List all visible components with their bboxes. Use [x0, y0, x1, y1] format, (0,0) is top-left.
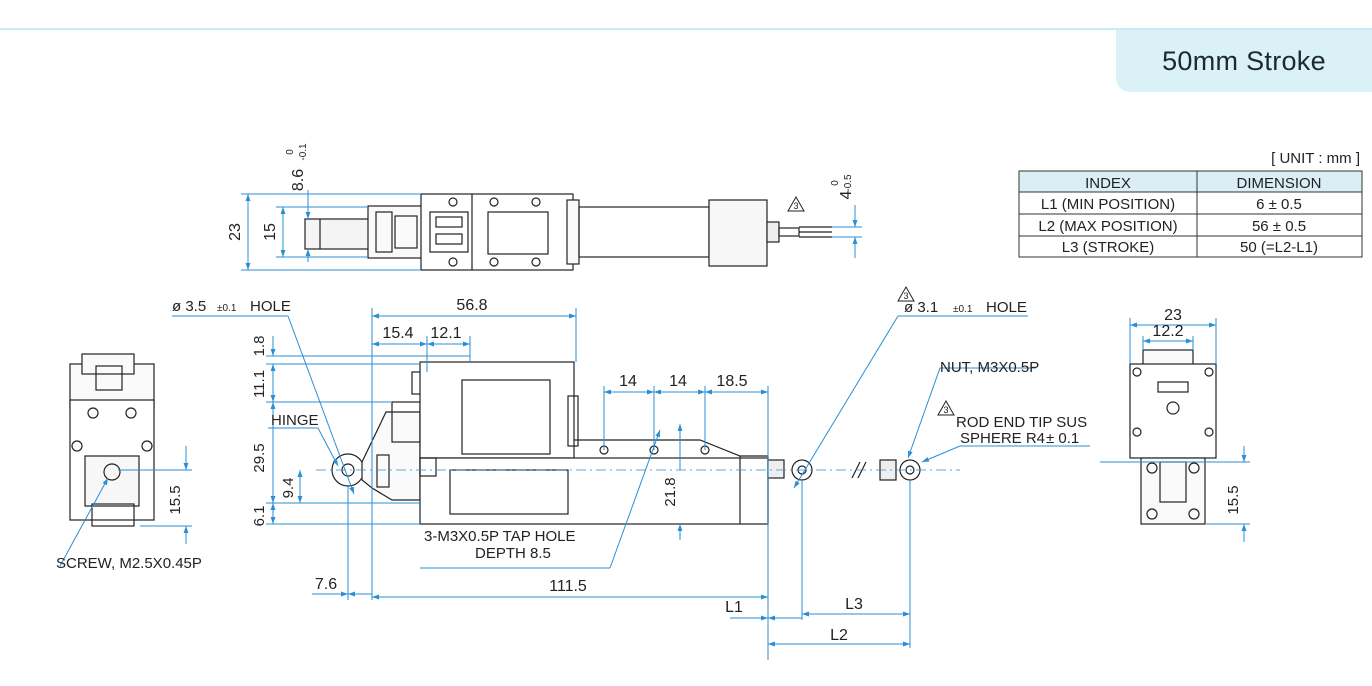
rod-sphere-label: SPHERE R4 — [960, 430, 1045, 447]
header-rule — [0, 28, 1372, 30]
hole-left-word: HOLE — [250, 298, 291, 315]
dim-14-a: 14 — [619, 373, 637, 390]
dim-9-4: 9.4 — [280, 478, 297, 499]
nut-label: NUT, M3X0.5P — [940, 359, 1039, 376]
rev-mark: 3 — [793, 201, 798, 211]
hole-left-tol: ±0.1 — [217, 303, 237, 314]
hole-right-tol: ±0.1 — [953, 304, 973, 315]
dim-12-1: 12.1 — [430, 325, 461, 342]
unit-label: [ UNIT : mm ] — [1271, 150, 1360, 167]
dim-23-right: 23 — [1164, 307, 1182, 324]
dim-7-6: 7.6 — [315, 576, 337, 593]
front-view — [331, 361, 921, 525]
rod-mark: 3 — [943, 405, 948, 415]
table-cell: L2 (MAX POSITION) — [1038, 218, 1177, 235]
dim-56-8: 56.8 — [456, 297, 487, 314]
right-side-view — [1129, 349, 1217, 525]
spec-table: [ UNIT : mm ] INDEX DIMENSION L1 (MIN PO… — [1018, 150, 1363, 258]
dim-15-5-right: 15.5 — [1225, 485, 1242, 514]
table-cell: 50 (=L2-L1) — [1240, 239, 1318, 256]
left-side-labels: 15.5 SCREW, M2.5X0.45P — [56, 485, 202, 572]
dim-L3: L3 — [845, 596, 863, 613]
table-cell: 56 ± 0.5 — [1252, 218, 1306, 235]
dim-14-b: 14 — [669, 373, 687, 390]
hole-right-mark: 3 — [903, 291, 908, 301]
tol-cap-upper: 0 — [285, 149, 296, 155]
front-view-labels: ø 3.5 ±0.1 HOLE 56.8 15.4 12.1 1.8 11.1 … — [172, 285, 1087, 644]
hole-left-label: ø 3.5 — [172, 298, 206, 315]
dim-15-5-left: 15.5 — [167, 485, 184, 514]
top-view-dimensions — [241, 190, 862, 271]
dim-8-6: 8.6 — [290, 169, 307, 191]
dim-15-4: 15.4 — [382, 325, 413, 342]
table-header-dimension: DIMENSION — [1236, 175, 1321, 192]
stroke-badge: 50mm Stroke — [1116, 30, 1372, 92]
tol-cap-lower: -0.1 — [298, 143, 309, 161]
right-side-dimensions — [1100, 318, 1250, 542]
dim-6-1: 6.1 — [251, 506, 268, 527]
top-view — [304, 193, 832, 271]
dim-29-5: 29.5 — [251, 443, 268, 472]
dim-12-2: 12.2 — [1152, 323, 1183, 340]
left-side-dimensions — [59, 446, 192, 567]
table-cell: L3 (STROKE) — [1062, 239, 1155, 256]
tol-rod-lower: -0.5 — [843, 174, 854, 192]
tap-depth-label: DEPTH 8.5 — [475, 545, 551, 562]
hinge-label: HINGE — [271, 412, 319, 429]
dim-21-8: 21.8 — [662, 477, 679, 506]
tol-rod-upper: 0 — [830, 180, 841, 186]
top-view-labels: 23 15 8.6 0 -0.1 3 4 0 -0.5 — [227, 143, 855, 241]
front-view-dimensions — [172, 308, 1090, 660]
rod-end-label: ROD END TIP SUS — [956, 414, 1087, 431]
left-side-view — [69, 353, 155, 527]
dim-15: 15 — [262, 223, 279, 241]
table-cell: 6 ± 0.5 — [1256, 196, 1302, 213]
table-header-index: INDEX — [1085, 175, 1131, 192]
screw-label: SCREW, M2.5X0.45P — [56, 555, 202, 572]
right-side-labels: 23 12.2 15.5 — [1152, 307, 1242, 515]
dim-23: 23 — [227, 223, 244, 241]
dim-18-5: 18.5 — [716, 373, 747, 390]
hole-right-word: HOLE — [986, 299, 1027, 316]
dim-111-5: 111.5 — [549, 578, 587, 595]
dim-L1: L1 — [725, 599, 743, 616]
dim-4: 4 — [838, 190, 855, 199]
dim-L2: L2 — [830, 627, 848, 644]
tap-hole-label: 3-M3X0.5P TAP HOLE — [424, 528, 575, 545]
dim-11-1: 11.1 — [251, 370, 268, 398]
table-cell: L1 (MIN POSITION) — [1041, 196, 1175, 213]
hole-right-label: ø 3.1 — [904, 299, 938, 316]
rod-sphere-tol: ± 0.1 — [1046, 430, 1079, 447]
dim-1-8: 1.8 — [251, 336, 268, 357]
